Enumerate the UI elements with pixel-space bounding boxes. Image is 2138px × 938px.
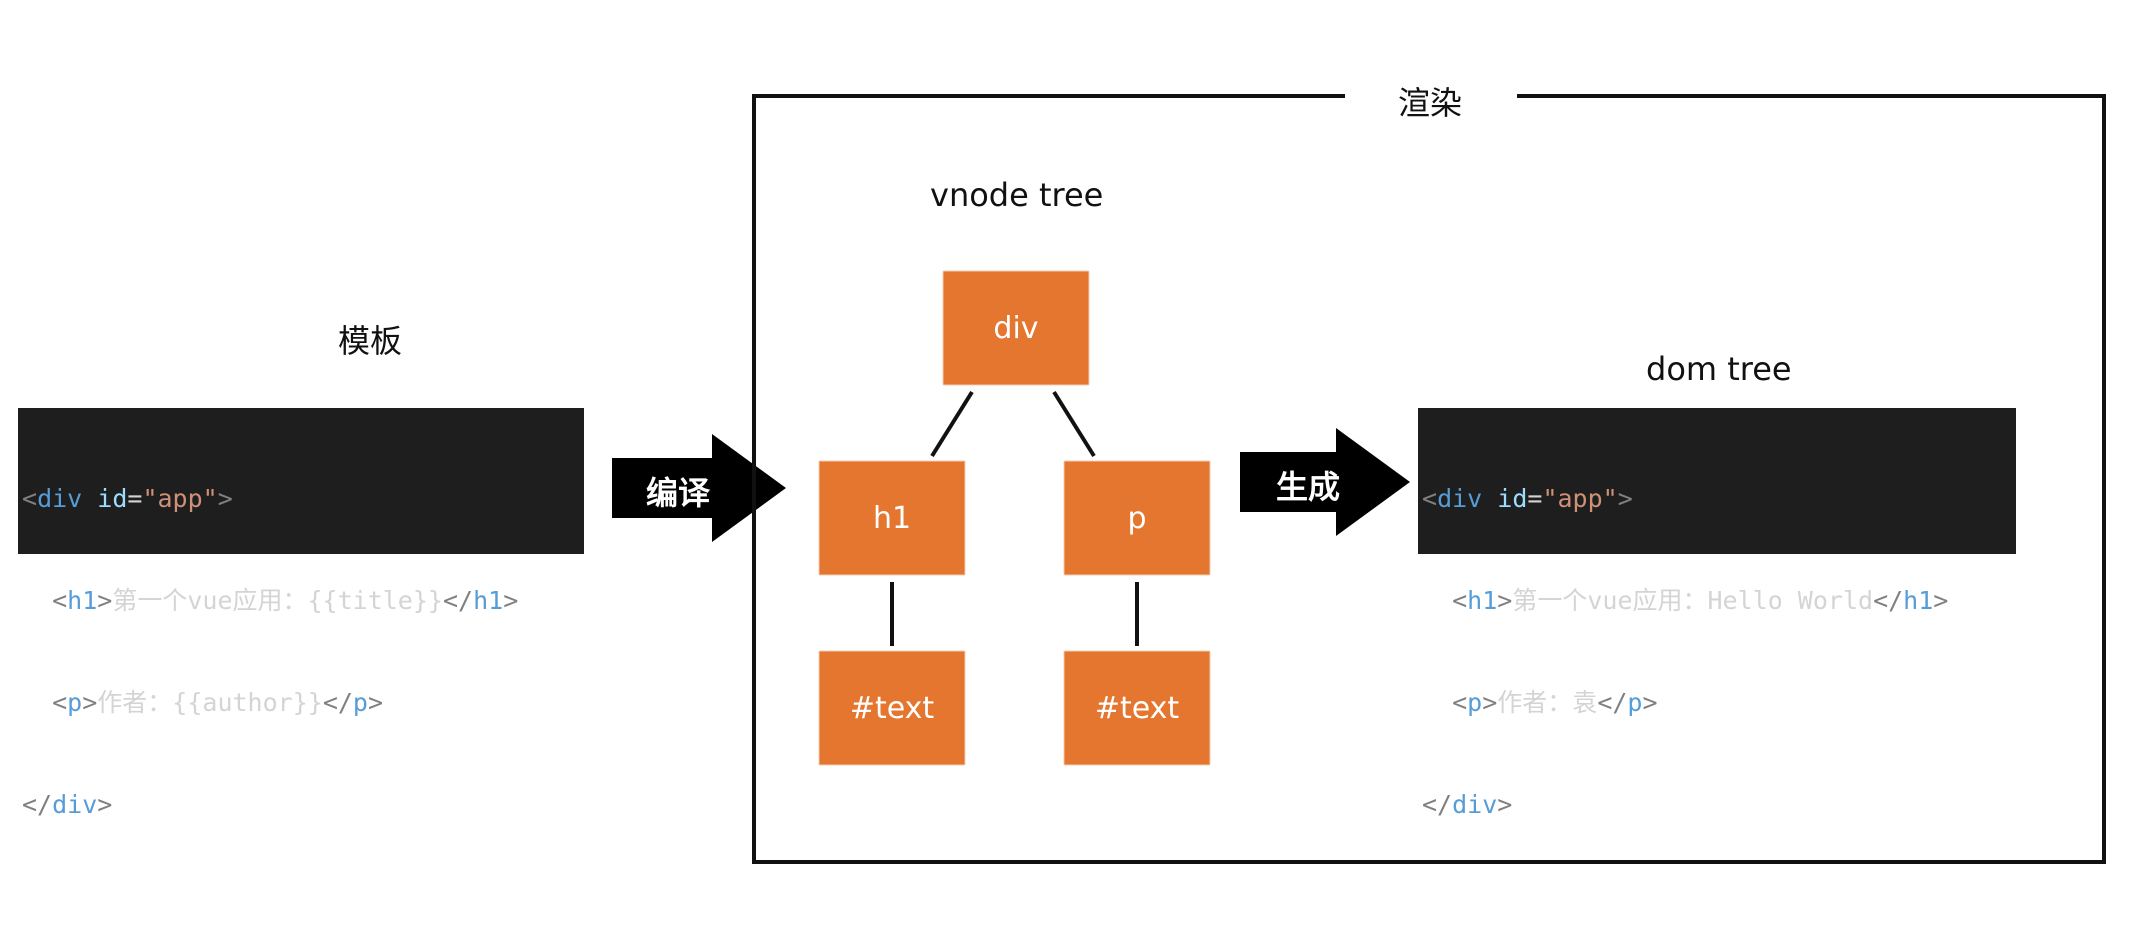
template-code-block: <div id="app"> <h1>第一个vue应用：{{title}}</h… (18, 408, 584, 819)
code-line: </div> (1422, 790, 1513, 819)
code-line: <h1>第一个vue应用：Hello World</h1> (1452, 586, 1949, 615)
dom-code-block: <div id="app"> <h1>第一个vue应用：Hello World<… (1418, 408, 2016, 819)
render-label: 渲染 (1398, 84, 1463, 122)
code-line: <div id="app"> (22, 484, 233, 513)
node-text-left: #text (820, 652, 964, 764)
code-line: <h1>第一个vue应用：{{title}}</h1> (52, 586, 519, 615)
template-label: 模板 (338, 322, 403, 360)
code-line: <div id="app"> (1422, 484, 1633, 513)
edge-div-p (1052, 390, 1096, 458)
node-p: p (1065, 462, 1209, 574)
node-h1: h1 (820, 462, 964, 574)
node-div: div (944, 272, 1088, 384)
code-line: <p>作者：{{author}}</p> (52, 688, 384, 717)
code-line: <p>作者：袁</p> (1452, 688, 1658, 717)
frame-title-gap (1345, 84, 1517, 108)
node-text-right: #text (1065, 652, 1209, 764)
code-line: </div> (22, 790, 113, 819)
generate-arrow (1240, 428, 1410, 536)
compile-arrow (612, 434, 786, 542)
dom-tree-label: dom tree (1646, 350, 1792, 388)
generate-label: 生成 (1276, 468, 1341, 506)
vnode-tree-label: vnode tree (930, 176, 1104, 214)
compile-label: 编译 (646, 474, 711, 512)
edge-div-h1 (930, 390, 974, 458)
